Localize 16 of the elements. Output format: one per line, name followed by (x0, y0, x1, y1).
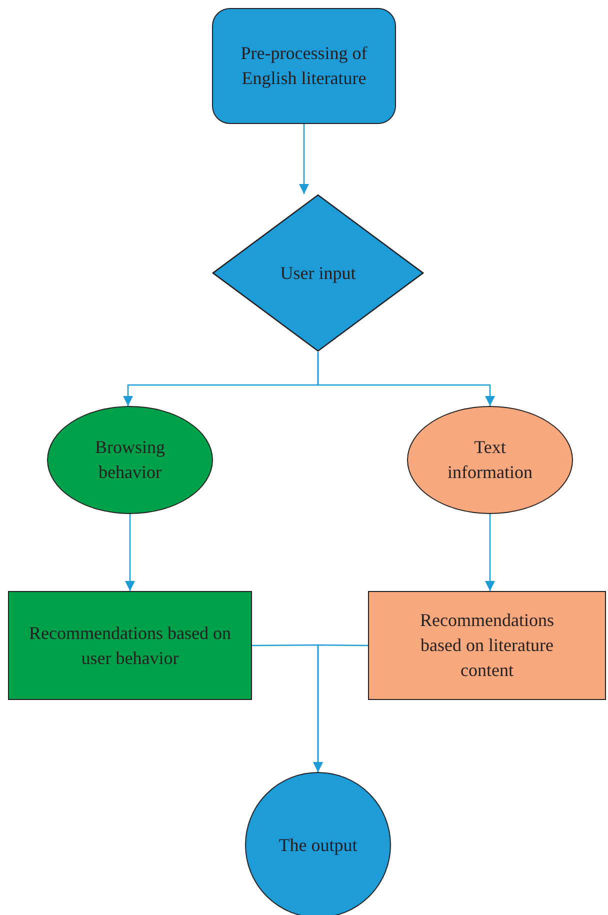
node-label: User input (280, 262, 356, 285)
node-label: The output (278, 834, 358, 857)
decision-diamond (212, 194, 424, 352)
arrow (313, 644, 368, 772)
node-label: Text information (446, 436, 534, 484)
process-box (212, 8, 396, 124)
node-label: Recommendations based on literature content (419, 609, 555, 682)
node-label: Browsing behavior (94, 436, 166, 484)
node-label: Pre-processing of English literature (240, 42, 368, 90)
process-box (8, 591, 252, 700)
arrow (317, 352, 495, 406)
arrow (125, 514, 135, 591)
arrow (299, 124, 309, 194)
arrow (485, 514, 495, 591)
node-label: Recommendations based on user behavior (28, 622, 232, 670)
process-box (368, 591, 606, 700)
